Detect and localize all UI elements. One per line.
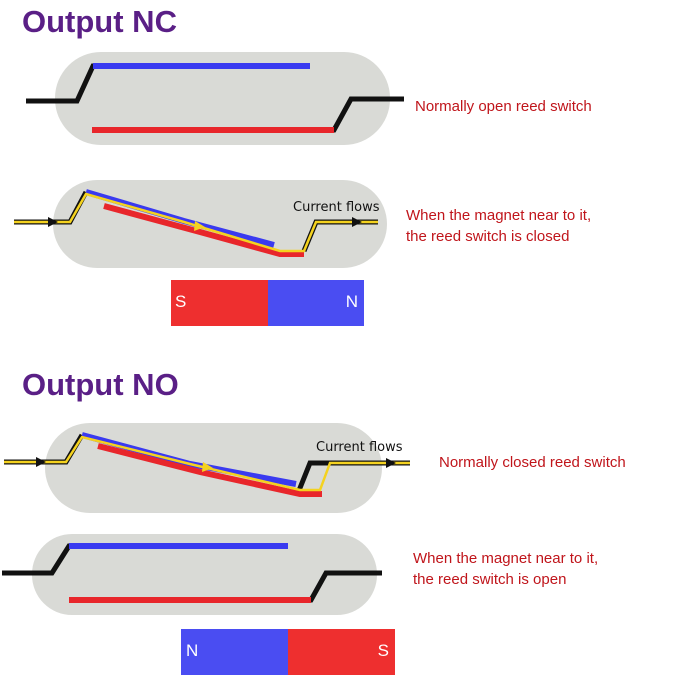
pole-label: N <box>345 292 358 311</box>
current-arrow-icon <box>386 458 396 468</box>
normally-open-label: Normally open reed switch <box>415 98 592 115</box>
nc-magnet: S N <box>171 280 364 326</box>
nc-title: Output NC <box>22 4 177 39</box>
pole-label: S <box>377 641 389 660</box>
lower-reed <box>103 203 304 257</box>
north-pole: N <box>267 280 364 326</box>
current-arrow-icon <box>202 462 213 472</box>
south-pole: S <box>171 280 268 326</box>
north-pole: N <box>181 629 288 675</box>
current-arrow-icon <box>194 221 205 231</box>
current-path <box>14 192 378 253</box>
pole-label: S <box>175 292 187 311</box>
normally-closed-label: Normally closed reed switch <box>439 454 626 471</box>
nc-open-switch <box>26 52 404 145</box>
current-arrow-icon <box>352 217 362 227</box>
current-arrow-icon <box>48 217 58 227</box>
no-title: Output NO <box>22 367 179 402</box>
no-magnet: N S <box>181 629 395 675</box>
glass-capsule <box>55 52 390 145</box>
current-path <box>4 435 410 492</box>
magnet-open-label-line1: When the magnet near to it, <box>413 550 599 567</box>
magnet-closed-label-line1: When the magnet near to it, <box>406 207 592 224</box>
south-pole: S <box>288 629 395 675</box>
magnet-open-label-line2: the reed switch is open <box>413 571 567 588</box>
glass-capsule <box>32 534 377 615</box>
pole-label: N <box>186 641 199 660</box>
current-flows-label: Current flows <box>316 440 403 455</box>
no-closed-switch <box>4 423 410 513</box>
lower-reed <box>97 443 322 497</box>
no-open-switch <box>2 534 382 615</box>
magnet-closed-label-line2: the reed switch is closed <box>406 228 570 245</box>
current-arrow-icon <box>36 457 46 467</box>
current-flows-label: Current flows <box>293 200 380 215</box>
nc-closed-switch <box>14 180 387 268</box>
